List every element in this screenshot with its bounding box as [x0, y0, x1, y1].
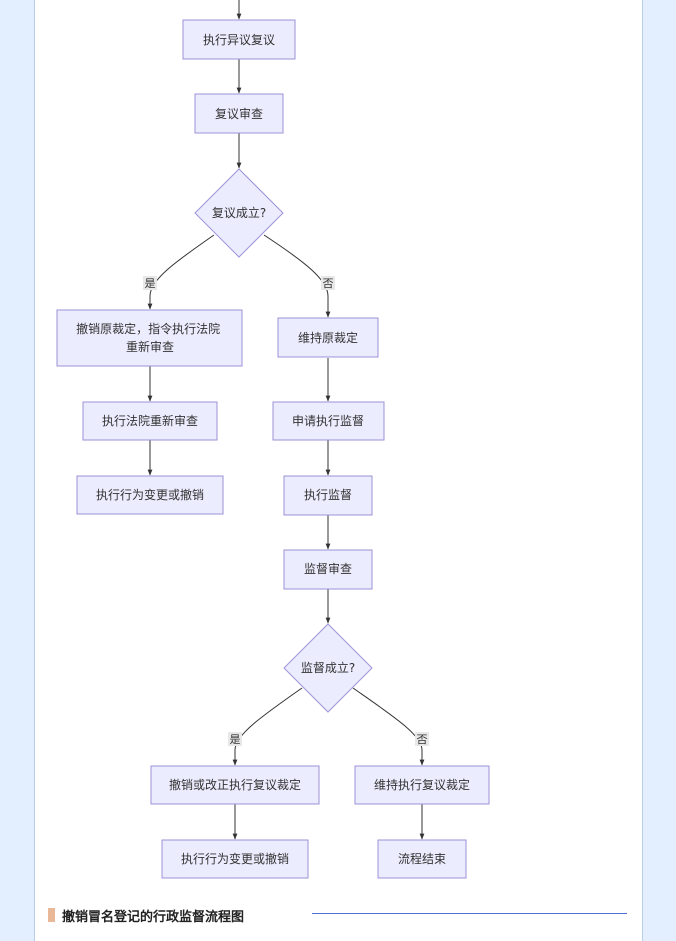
node-uphold-reconsideration-ruling: 维持执行复议裁定 — [354, 765, 490, 805]
svg-text:执行行为变更或撤销: 执行行为变更或撤销 — [96, 487, 204, 502]
edge-label-yes-2: 是 — [228, 732, 242, 746]
svg-text:申请执行监督: 申请执行监督 — [292, 413, 364, 428]
edge-no-to-uphold-reconsideration — [352, 687, 425, 766]
caption-divider-line — [312, 913, 627, 914]
svg-text:维持执行复议裁定: 维持执行复议裁定 — [374, 777, 470, 792]
edge-label-no-1: 否 — [321, 276, 335, 290]
svg-text:复议成立?: 复议成立? — [212, 205, 266, 220]
caption-accent-bar — [48, 908, 55, 922]
node-execution-reconsideration: 执行异议复议 — [182, 19, 296, 60]
edge-yes-to-revoke-original — [147, 234, 215, 310]
node-revoke-original-ruling: 撤销原裁定，指令执行法院 重新审查 — [56, 309, 243, 367]
svg-text:维持原裁定: 维持原裁定 — [298, 330, 358, 345]
svg-text:否: 否 — [417, 733, 428, 746]
node-apply-supervision: 申请执行监督 — [272, 401, 385, 441]
node-execution-supervision: 执行监督 — [283, 475, 373, 516]
svg-text:是: 是 — [145, 277, 156, 290]
svg-text:是: 是 — [230, 733, 241, 746]
node-revoke-or-correct-ruling: 撤销或改正执行复议裁定 — [150, 765, 320, 805]
svg-text:流程结束: 流程结束 — [398, 851, 446, 866]
caption-title: 撤销冒名登记的行政监督流程图 — [62, 909, 245, 925]
node-supervision-review: 监督审查 — [283, 549, 373, 590]
flow-edges — [147, 0, 425, 840]
svg-text:复议审查: 复议审查 — [215, 106, 263, 121]
revoke-original-ruling-text: 撤销原裁定，指令执行法院 重新审查 — [76, 321, 224, 354]
node-reconsideration-review: 复议审查 — [194, 93, 284, 134]
edge-yes-to-revoke-or-correct — [232, 687, 303, 766]
svg-text:执行监督: 执行监督 — [304, 487, 352, 502]
edge-no-to-uphold-original — [263, 234, 331, 318]
decision-supervision-valid: 监督成立? — [283, 623, 373, 713]
svg-text:监督成立?: 监督成立? — [301, 660, 355, 675]
svg-text:否: 否 — [323, 277, 334, 290]
node-change-or-revoke-1: 执行行为变更或撤销 — [76, 475, 224, 515]
figure-caption: 撤销冒名登记的行政监督流程图 — [48, 906, 245, 925]
node-court-reexamine: 执行法院重新审查 — [82, 401, 218, 441]
svg-text:执行行为变更或撤销: 执行行为变更或撤销 — [181, 851, 289, 866]
svg-text:执行异议复议: 执行异议复议 — [203, 33, 275, 47]
edge-label-yes-1: 是 — [143, 276, 157, 290]
decision-reconsideration-valid: 复议成立? — [194, 168, 284, 258]
svg-text:监督审查: 监督审查 — [304, 561, 352, 576]
edge-label-no-2: 否 — [415, 732, 429, 746]
svg-text:撤销或改正执行复议裁定: 撤销或改正执行复议裁定 — [169, 777, 301, 792]
node-uphold-original-ruling: 维持原裁定 — [277, 317, 379, 358]
document-page — [34, 0, 643, 941]
node-process-end: 流程结束 — [377, 839, 467, 879]
node-change-or-revoke-2: 执行行为变更或撤销 — [161, 839, 309, 879]
svg-text:执行法院重新审查: 执行法院重新审查 — [102, 413, 198, 428]
